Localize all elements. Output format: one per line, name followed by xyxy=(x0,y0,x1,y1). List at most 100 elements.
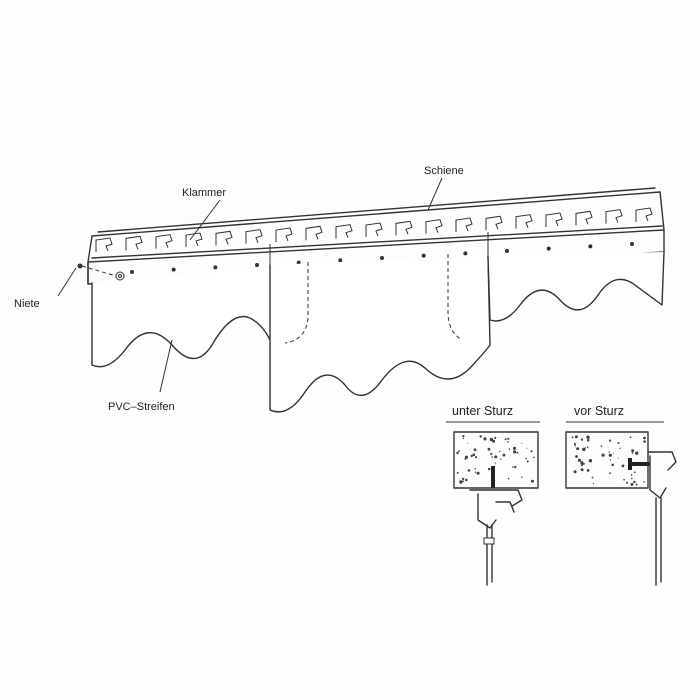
concrete-speck xyxy=(490,452,493,455)
pvc-strip-middle xyxy=(269,255,491,413)
rail-hole xyxy=(505,249,509,253)
concrete-speck xyxy=(600,445,603,448)
concrete-speck xyxy=(526,460,529,463)
rail-hole xyxy=(546,246,551,251)
clamp xyxy=(365,222,383,237)
clamp xyxy=(245,229,263,244)
concrete-speck xyxy=(643,481,645,483)
rail-hole xyxy=(463,251,468,256)
concrete-speck xyxy=(462,435,465,438)
concrete-speck xyxy=(458,450,460,453)
concrete-speck xyxy=(582,462,585,465)
concrete-speck xyxy=(608,453,612,457)
detail-under-lintel: unter Sturz xyxy=(446,404,540,586)
concrete-speck xyxy=(580,463,584,467)
concrete-speck xyxy=(474,471,477,473)
concrete-speck xyxy=(591,476,594,479)
concrete-speck xyxy=(592,482,595,485)
concrete-speck xyxy=(456,451,459,455)
clamp xyxy=(95,237,113,252)
concrete-speck xyxy=(611,463,614,467)
concrete-speck xyxy=(643,440,646,443)
concrete-speck xyxy=(586,469,590,472)
concrete-speck xyxy=(621,464,625,468)
concrete-speck xyxy=(531,479,534,483)
concrete-speck xyxy=(474,467,476,470)
clamp xyxy=(635,207,653,222)
concrete-speck xyxy=(476,471,480,475)
concrete-speck xyxy=(513,450,517,454)
leader-lines xyxy=(57,177,443,393)
concrete-speck xyxy=(580,468,584,472)
rail-top-back-edge xyxy=(97,187,656,233)
rail-hole xyxy=(255,263,259,267)
rail-left-end xyxy=(87,235,93,285)
concrete-speck xyxy=(494,455,498,459)
detail-front-of-lintel-title: vor Sturz xyxy=(574,404,624,418)
clamp xyxy=(125,235,143,251)
concrete-speck xyxy=(630,482,634,486)
rail-hole xyxy=(130,270,134,274)
detail-under-lintel-title: unter Sturz xyxy=(452,404,513,418)
clip-band-bottom xyxy=(91,225,663,259)
rail-hole xyxy=(630,242,634,246)
concrete-speck xyxy=(467,442,469,444)
concrete-speck xyxy=(574,445,576,447)
clamp xyxy=(155,234,173,249)
lintel-concrete-2 xyxy=(565,431,649,489)
concrete-speck xyxy=(612,452,614,454)
concrete-speck xyxy=(508,448,511,450)
concrete-speck xyxy=(507,437,510,440)
concrete-speck xyxy=(573,443,577,446)
hidden-strip-edge-1 xyxy=(284,262,309,344)
clamp xyxy=(545,212,563,227)
concrete-speck xyxy=(504,438,507,441)
concrete-speck xyxy=(499,450,501,453)
concrete-texture xyxy=(456,435,535,484)
rail-hole xyxy=(171,267,176,272)
concrete-speck xyxy=(601,453,605,457)
concrete-speck xyxy=(580,438,584,441)
concrete-speck xyxy=(462,437,465,440)
concrete-speck xyxy=(580,461,584,465)
concrete-speck xyxy=(586,435,590,439)
concrete-speck xyxy=(465,478,468,482)
concrete-speck xyxy=(516,451,519,454)
concrete-speck xyxy=(633,480,636,484)
concrete-speck xyxy=(573,470,577,474)
concrete-speck xyxy=(608,451,610,453)
concrete-speck xyxy=(582,447,586,452)
concrete-speck xyxy=(629,436,632,439)
concrete-speck xyxy=(609,459,612,461)
clamp xyxy=(215,230,233,246)
label-klammer: Klammer xyxy=(182,187,226,199)
concrete-speck xyxy=(571,436,574,439)
clamp xyxy=(275,227,293,242)
clamp xyxy=(185,232,203,247)
concrete-speck xyxy=(530,450,533,453)
concrete-speck xyxy=(461,477,465,481)
concrete-speck xyxy=(492,439,496,443)
clamp xyxy=(305,225,323,241)
clamp xyxy=(575,210,593,226)
concrete-speck xyxy=(575,455,578,458)
concrete-speck xyxy=(617,442,620,444)
concrete-speck xyxy=(470,454,473,458)
rail-hole xyxy=(296,260,301,265)
concrete-texture xyxy=(571,435,646,486)
clamp xyxy=(605,209,623,224)
concrete-speck xyxy=(526,447,528,449)
clamp xyxy=(515,214,533,229)
concrete-speck xyxy=(609,439,612,442)
concrete-speck xyxy=(625,481,628,484)
detail-front-of-lintel: vor Sturz xyxy=(565,404,677,586)
concrete-speck xyxy=(521,442,523,444)
concrete-speck xyxy=(491,456,494,458)
rail-top-edge xyxy=(91,191,661,237)
concrete-speck xyxy=(609,472,611,475)
rail-hole xyxy=(380,256,384,260)
pvc-strip-right xyxy=(487,251,665,322)
concrete-speck xyxy=(489,437,494,442)
